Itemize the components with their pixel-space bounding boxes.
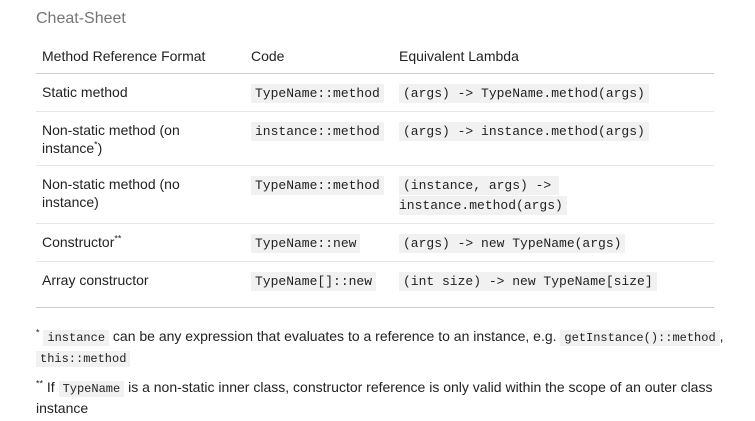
footnote-text: If	[43, 379, 59, 395]
format-cell: Constructor**	[36, 223, 245, 262]
table-row: Constructor** TypeName::new (args) -> ne…	[36, 223, 714, 262]
footnote-separator: ,	[719, 328, 724, 344]
code-cell: instance::method	[245, 111, 393, 166]
code-snippet: TypeName::method	[251, 84, 384, 103]
table-row: Non-static method (on instance*) instanc…	[36, 111, 714, 166]
code-cell: TypeName::method	[245, 73, 393, 112]
format-text: Static method	[42, 84, 128, 100]
lambda-snippet: (int size) -> new TypeName[size]	[399, 272, 657, 291]
code-cell: TypeName::new	[245, 223, 393, 262]
format-cell: Static method	[36, 73, 245, 112]
footnote-marker: **	[114, 233, 122, 244]
page-title: Cheat-Sheet	[36, 10, 126, 27]
lambda-cell: (args) -> instance.method(args)	[393, 111, 714, 166]
table-header-row: Method Reference Format Code Equivalent …	[36, 40, 714, 74]
format-text: Non-static method (no instance)	[42, 176, 180, 210]
code-this-method: this::method	[36, 351, 131, 367]
format-cell: Non-static method (on instance*)	[36, 111, 245, 166]
footnote-divider	[36, 307, 714, 308]
format-text: Non-static method (on instance	[42, 122, 180, 156]
footnote-marker: *	[94, 139, 98, 150]
lambda-cell: (args) -> TypeName.method(args)	[393, 73, 714, 112]
format-text: Array constructor	[42, 272, 149, 288]
footnote-constructor: ** If TypeName is a non-static inner cla…	[36, 378, 726, 418]
footnote-text: can be any expression that evaluates to …	[109, 328, 561, 344]
table-row: Static method TypeName::method (args) ->…	[36, 73, 714, 112]
lambda-cell: (instance, args) -> instance.method(args…	[393, 165, 714, 224]
lambda-snippet: (args) -> TypeName.method(args)	[399, 84, 649, 103]
footnote-marker: *	[36, 327, 40, 338]
lambda-cell: (args) -> new TypeName(args)	[393, 223, 714, 262]
format-text-tail: )	[97, 140, 103, 156]
format-cell: Array constructor	[36, 262, 245, 300]
lambda-cell: (int size) -> new TypeName[size]	[393, 262, 714, 300]
code-snippet: instance::method	[251, 122, 384, 141]
format-text: Constructor	[42, 234, 115, 250]
footnote-marker: **	[36, 378, 44, 389]
footnote-text: is a non-static inner class, constructor…	[36, 379, 713, 416]
code-cell: TypeName::method	[245, 165, 393, 224]
table-row: Array constructor TypeName[]::new (int s…	[36, 262, 714, 300]
method-reference-table: Method Reference Format Code Equivalent …	[36, 40, 714, 299]
code-instance: instance	[43, 330, 110, 346]
lambda-snippet: (args) -> new TypeName(args)	[399, 234, 626, 253]
lambda-snippet: (args) -> instance.method(args)	[399, 122, 649, 141]
table-row: Non-static method (no instance) TypeName…	[36, 165, 714, 224]
column-header-lambda: Equivalent Lambda	[393, 40, 714, 74]
column-header-format: Method Reference Format	[36, 40, 245, 74]
footnote-instance: * instance can be any expression that ev…	[36, 327, 726, 369]
code-snippet: TypeName[]::new	[251, 272, 377, 291]
lambda-snippet: (instance, args) -> instance.method(args…	[399, 176, 567, 215]
column-header-code: Code	[245, 40, 393, 74]
code-get-instance: getInstance()::method	[560, 330, 720, 346]
format-cell: Non-static method (no instance)	[36, 165, 245, 224]
code-typename: TypeName	[58, 381, 125, 397]
code-cell: TypeName[]::new	[245, 262, 393, 300]
code-snippet: TypeName::method	[251, 176, 384, 195]
code-snippet: TypeName::new	[251, 234, 361, 253]
